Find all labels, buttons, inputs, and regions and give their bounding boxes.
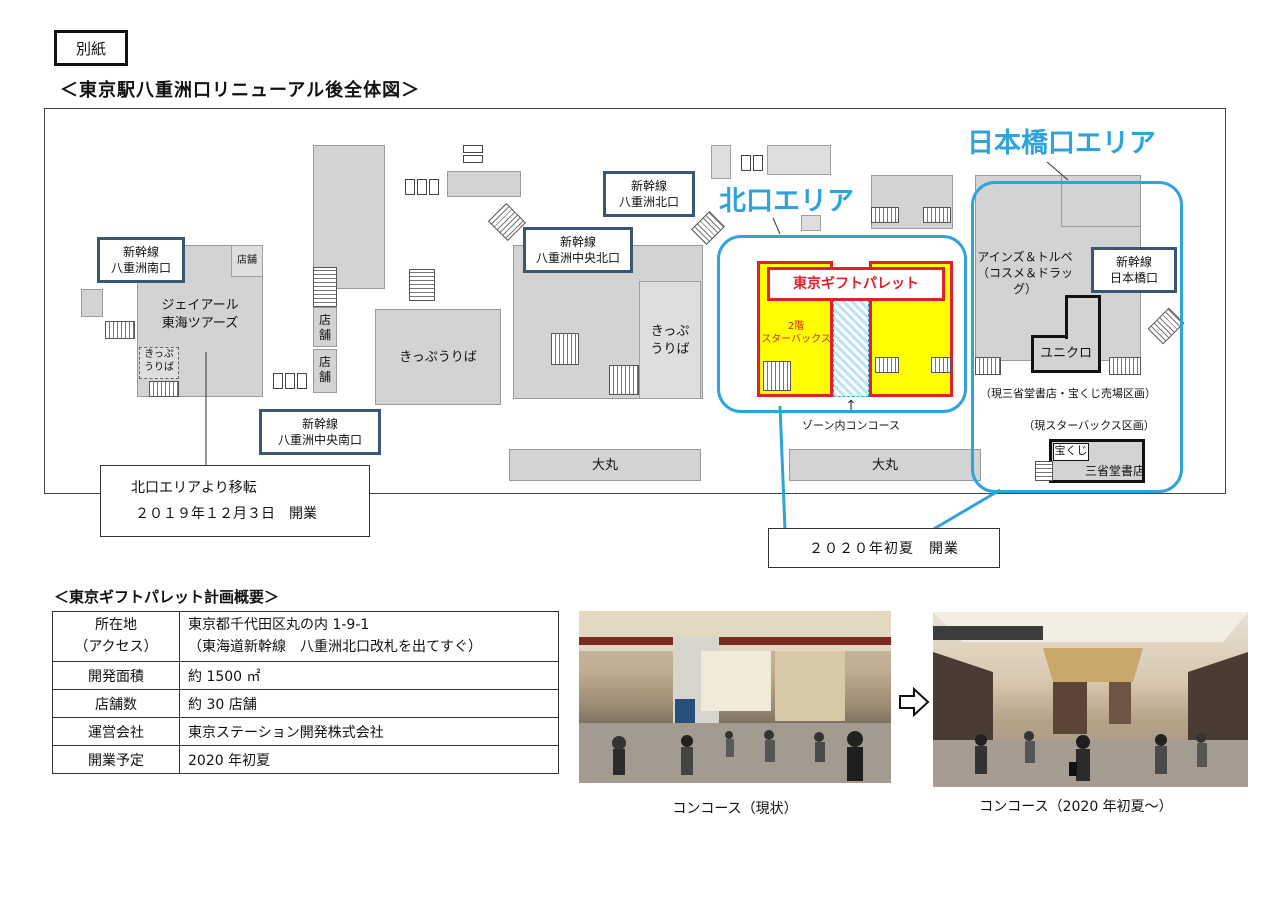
building-top-center [447, 171, 521, 197]
table-row: 店舗数 約 30 店舗 [52, 689, 559, 719]
stairs-north-3 [931, 357, 951, 373]
sign-yaesu-minami: 新幹線八重洲南口 [97, 237, 185, 283]
stairs-nihonbashi-1 [975, 357, 1001, 375]
takarakuji-inner [1053, 443, 1089, 461]
current-sanseido-label: （現三省堂書店・宝くじ売場区画） [980, 387, 1156, 400]
stairs-sanseido [1035, 461, 1053, 481]
sanseido-label: 三省堂書店 [1084, 464, 1145, 478]
kiosk [801, 215, 821, 231]
nihonbashi-area-outline [971, 181, 1183, 493]
photo-future-concourse [933, 612, 1248, 787]
gate [417, 179, 427, 195]
gate [273, 373, 283, 389]
table-row: 運営会社 東京ステーション開発株式会社 [52, 717, 559, 747]
gate [297, 373, 307, 389]
current-starbucks-label: （現スターバックス区画） [1023, 419, 1155, 432]
takarakuji-box [1049, 439, 1145, 483]
page-title: ＜東京駅八重洲口リニューアル後全体図＞ [60, 80, 421, 101]
stairs-north-2 [875, 357, 899, 373]
table-row: 開業予定 2020 年初夏 [52, 745, 559, 775]
table-row: 開発面積 約 1500 ㎡ [52, 661, 559, 691]
stairs-left-bottom [149, 381, 179, 397]
uniqlo-label: ユニクロ [1039, 346, 1092, 361]
photo-current-scene [579, 611, 891, 783]
building-left-stub [81, 289, 103, 317]
sign-yaesu-kita: 新幹線八重洲北口 [603, 171, 695, 217]
photo-current-concourse [579, 611, 891, 783]
building-kita-top [711, 145, 731, 179]
summary-table: 所在地（アクセス） 東京都千代田区丸の内 1-9-1（東海道新幹線 八重洲北口改… [52, 610, 559, 775]
gate [285, 373, 295, 389]
stairs-kippu-center [409, 269, 435, 301]
callout-opening: ２０２０年初夏 開業 [768, 528, 1000, 568]
kippu-right-box [639, 281, 701, 399]
arrow-up-icon: ↑ [845, 398, 857, 414]
gate [741, 155, 751, 171]
shop-vertical-1 [313, 307, 337, 347]
gate [463, 145, 483, 153]
zone-concourse-label: ゾーン内コンコース [802, 419, 900, 432]
gate [429, 179, 439, 195]
stairs-nihonbashi-2 [1109, 357, 1141, 375]
station-map: 店舗 ジェイアール東海ツアーズ きっぷうりば 店舗 店舗 きっぷうりば きっぷう… [44, 108, 1226, 494]
shop-vertical-1-label: 店舗 [318, 313, 331, 342]
summary-title: ＜東京ギフトパレット計画概要＞ [54, 588, 280, 606]
sign-yaesu-chuo-kita: 新幹線八重洲中央北口 [523, 227, 633, 273]
shop-small-label: 店舗 [237, 255, 257, 266]
nihonbashi-area-heading: 日本橋口エリア [967, 128, 1156, 159]
kippu-small-label: きっぷうりば [144, 349, 174, 373]
callout-relocation: 北口エリアより移転 ２０１９年１２月３日 開業 [100, 465, 370, 537]
kippu-center-box [375, 309, 501, 405]
gate [463, 155, 483, 163]
jr-tokai-tours-label: ジェイアール東海ツアーズ [161, 298, 239, 331]
stairs-tall [313, 267, 337, 307]
gift-palette-label-box [767, 267, 945, 301]
daimaru-block-2 [789, 449, 981, 481]
appendix-tag: 別紙 [54, 30, 128, 66]
shop-small-box [231, 245, 263, 277]
kippu-right-label: きっぷうりば [650, 324, 690, 357]
table-row: 所在地（アクセス） 東京都千代田区丸の内 1-9-1（東海道新幹線 八重洲北口改… [52, 610, 559, 663]
photo-future-scene [933, 612, 1248, 787]
stairs-left [105, 321, 135, 339]
stairs-north-1 [763, 361, 791, 391]
kippu-center-label: きっぷうりば [399, 350, 477, 365]
stairs-far-1 [871, 207, 899, 223]
north-area-outline [717, 235, 967, 413]
north-area-heading: 北口エリア [719, 186, 854, 217]
stairs-center-right [551, 333, 579, 365]
daimaru-label-2: 大丸 [871, 458, 898, 473]
stairs-far-2 [923, 207, 951, 223]
starbucks-2f-label: 2階スターバックス [761, 321, 831, 345]
sign-nihonbashi: 新幹線日本橋口 [1091, 247, 1177, 293]
shop-vertical-2-label: 店舗 [318, 355, 331, 384]
sign-yaesu-chuo-minami: 新幹線八重洲中央南口 [259, 409, 381, 455]
photo-future-caption: コンコース（2020 年初夏～） [979, 799, 1173, 815]
gate [753, 155, 763, 171]
building-tall [313, 145, 385, 289]
gift-palette-label: 東京ギフトパレット [793, 276, 919, 292]
ains-tolpe-label: アインズ＆トルペ（コスメ＆ドラッグ） [976, 250, 1073, 297]
kippu-small-box [139, 347, 179, 379]
daimaru-label-1: 大丸 [591, 458, 618, 473]
arrow-right-icon [899, 686, 930, 718]
takarakuji-label: 宝くじ [1054, 444, 1088, 457]
gate [405, 179, 415, 195]
shop-vertical-2 [313, 349, 337, 393]
stairs-center-right-2 [609, 365, 639, 395]
daimaru-block-1 [509, 449, 701, 481]
uniqlo-box-top [1065, 295, 1101, 339]
photo-current-caption: コンコース（現状） [672, 801, 798, 817]
building-kita-top-2 [767, 145, 831, 175]
